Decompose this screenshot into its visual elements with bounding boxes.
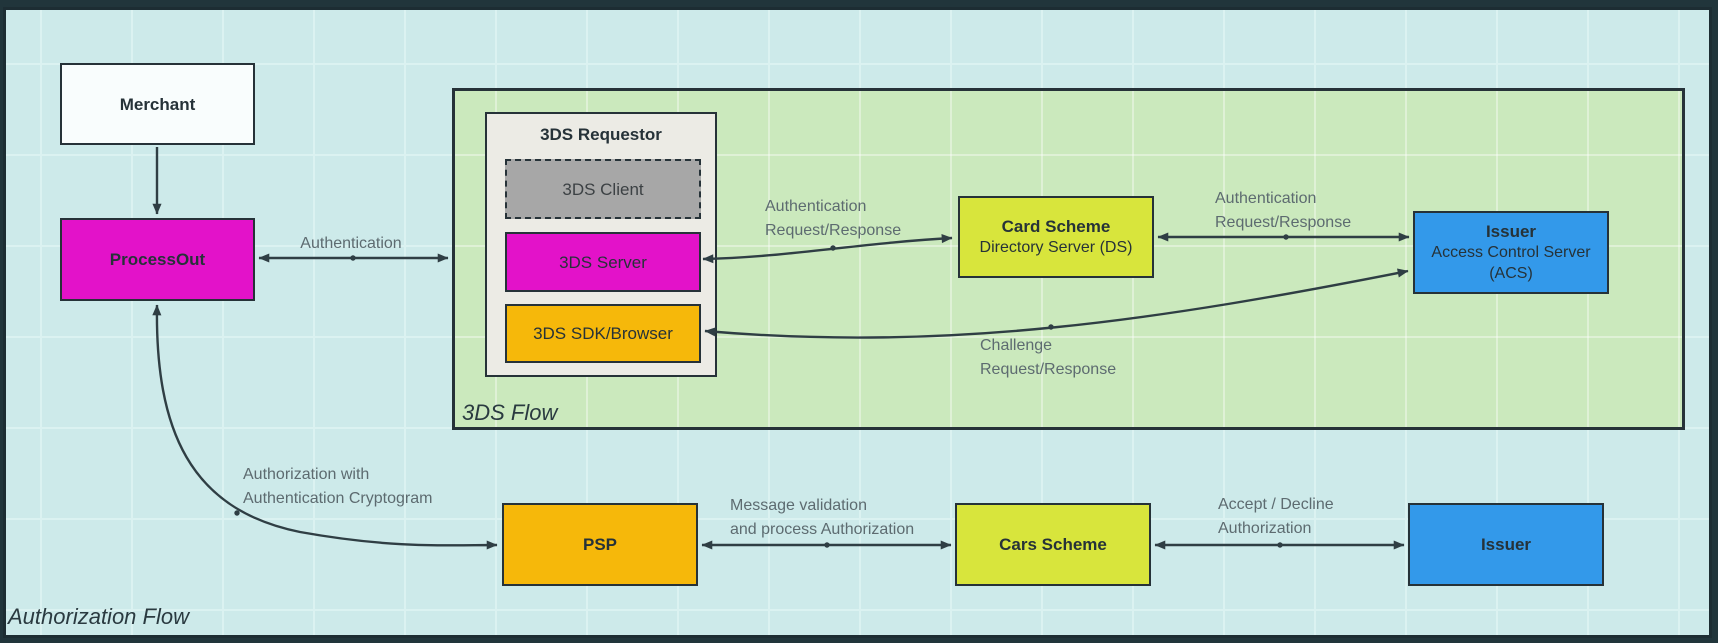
node-3ds-client[interactable]: 3DS Client [505, 159, 701, 219]
node-title: Card Scheme [1001, 217, 1111, 236]
edge-label-authentication[interactable]: Authentication [300, 235, 402, 252]
node-subtitle-2: (ACS) [1489, 265, 1533, 282]
node-label: Cars Scheme [999, 535, 1107, 554]
node-card-scheme-ds[interactable]: Card Scheme Directory Server (DS) [958, 196, 1154, 278]
node-issuer-acs[interactable]: Issuer Access Control Server (ACS) [1413, 211, 1609, 294]
node-processout[interactable]: ProcessOut [60, 218, 255, 301]
edge-label-challenge-request-response[interactable]: Challenge Request/Response [980, 337, 1117, 378]
node-3ds-sdk-browser[interactable]: 3DS SDK/Browser [505, 304, 701, 363]
node-label: PSP [582, 535, 618, 554]
group-3ds-requestor[interactable]: 3DS Requestor 3DS Client 3DS Server 3DS … [485, 112, 717, 377]
edge-label-auth-request-response-acs[interactable]: Authentication Request/Response [1215, 190, 1352, 231]
node-label: 3DS SDK/Browser [533, 324, 673, 343]
edge-label-message-validation[interactable]: Message validation and process Authoriza… [730, 497, 915, 538]
node-psp[interactable]: PSP [502, 503, 698, 586]
node-label: Merchant [119, 94, 196, 114]
node-label: ProcessOut [109, 250, 206, 269]
node-label: 3DS Server [559, 252, 647, 272]
node-3ds-server[interactable]: 3DS Server [505, 232, 701, 292]
node-subtitle: Access Control Server [1431, 244, 1591, 261]
node-merchant[interactable]: Merchant [60, 63, 255, 145]
node-title: Issuer [1485, 222, 1537, 241]
edge-label-auth-request-response-ds[interactable]: Authentication Request/Response [765, 198, 902, 239]
authorization-flow-title: Authorization Flow [8, 604, 189, 629]
node-issuer[interactable]: Issuer [1408, 503, 1604, 586]
group-3ds-flow-title: 3DS Flow [462, 400, 558, 425]
node-subtitle: Directory Server (DS) [979, 239, 1133, 256]
group-3ds-requestor-title: 3DS Requestor [540, 125, 662, 144]
edge-label-accept-decline[interactable]: Accept / Decline Authorization [1218, 496, 1334, 537]
node-label: Issuer [1480, 535, 1532, 554]
node-label: 3DS Client [562, 179, 644, 199]
node-cars-scheme[interactable]: Cars Scheme [955, 503, 1151, 586]
edge-label-authorization-cryptogram[interactable]: Authorization with Authentication Crypto… [243, 466, 433, 507]
